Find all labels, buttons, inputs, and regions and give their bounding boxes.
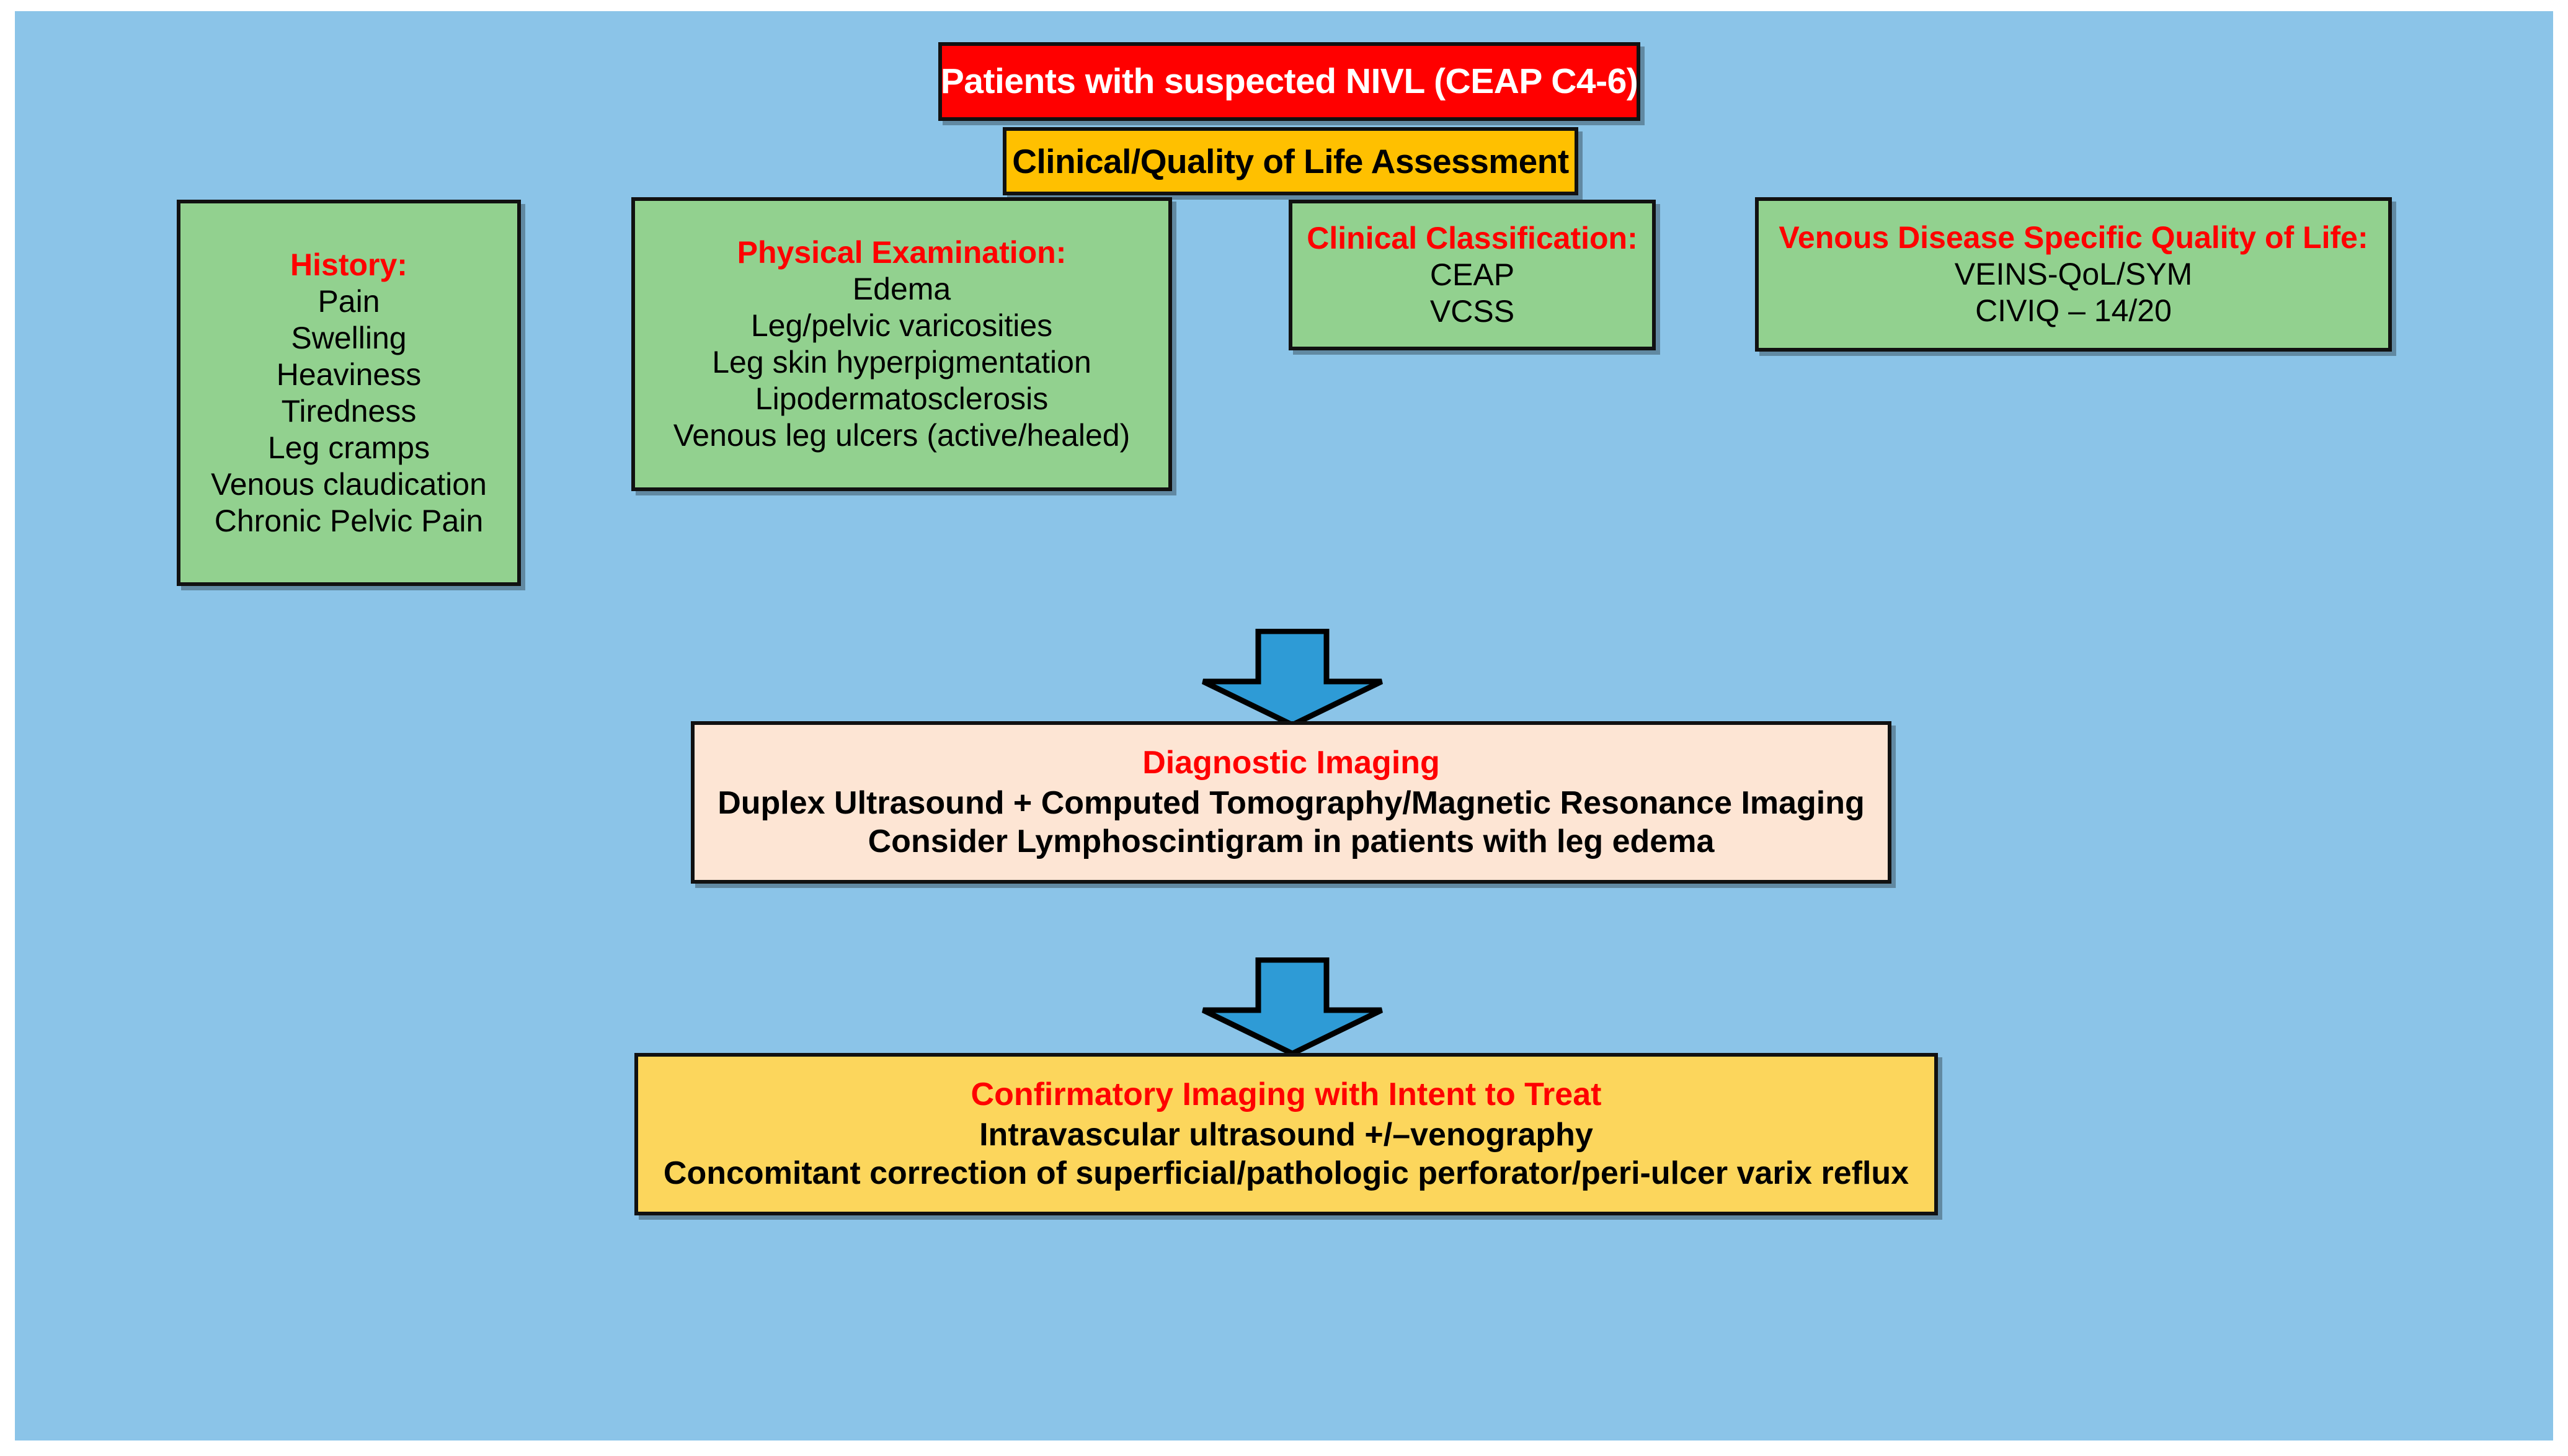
node-clinical-quality-of-life-assessment: Clinical/Quality of Life Assessment	[1003, 127, 1578, 195]
node-diagnostic-imaging-item: Duplex Ultrasound + Computed Tomography/…	[718, 785, 1865, 822]
down-arrow-icon	[1199, 957, 1385, 1057]
node-confirmatory-imaging-item: Concomitant correction of superficial/pa…	[663, 1155, 1909, 1191]
node-confirmatory-imaging-item: Intravascular ultrasound +/–venography	[979, 1117, 1593, 1153]
node-diagnostic-imaging-title: Diagnostic Imaging	[1142, 744, 1440, 781]
node-history-item: Chronic Pelvic Pain	[214, 503, 484, 538]
node-history-item: Leg cramps	[267, 430, 430, 465]
node-confirmatory-imaging: Confirmatory Imaging with Intent to Trea…	[634, 1053, 1938, 1215]
node-quality-of-life-title: Venous Disease Specific Quality of Life:	[1779, 220, 2368, 255]
node-history-item: Pain	[318, 283, 380, 319]
node-patients-label: Patients with suspected NIVL (CEAP C4-6)	[940, 61, 1638, 101]
node-physical-examination-item: Leg/pelvic varicosities	[750, 308, 1053, 343]
node-history-item: Venous claudication	[211, 466, 487, 502]
node-physical-examination: Physical Examination: Edema Leg/pelvic v…	[631, 197, 1172, 491]
node-physical-examination-item: Leg skin hyperpigmentation	[712, 345, 1091, 380]
node-clinical-classification: Clinical Classification: CEAP VCSS	[1289, 200, 1656, 350]
node-history-item: Heaviness	[276, 357, 422, 392]
node-physical-examination-title: Physical Examination:	[737, 235, 1067, 270]
node-physical-examination-item: Lipodermatosclerosis	[755, 381, 1049, 416]
node-physical-examination-item: Edema	[852, 272, 951, 306]
flowchart-canvas: Patients with suspected NIVL (CEAP C4-6)…	[15, 11, 2553, 1440]
node-clinical-classification-item: CEAP	[1429, 257, 1515, 292]
node-history-item: Swelling	[291, 320, 407, 355]
node-quality-of-life-item: VEINS-QoL/SYM	[1954, 257, 2193, 291]
node-history: History: Pain Swelling Heaviness Tiredne…	[177, 200, 521, 586]
node-clinical-classification-item: VCSS	[1429, 294, 1515, 329]
node-history-item: Tiredness	[281, 393, 417, 428]
node-diagnostic-imaging: Diagnostic Imaging Duplex Ultrasound + C…	[691, 721, 1891, 884]
node-diagnostic-imaging-item: Consider Lymphoscintigram in patients wi…	[868, 823, 1715, 859]
node-confirmatory-imaging-title: Confirmatory Imaging with Intent to Trea…	[971, 1076, 1602, 1112]
node-venous-disease-quality-of-life: Venous Disease Specific Quality of Life:…	[1755, 197, 2392, 352]
node-clinical-classification-title: Clinical Classification:	[1307, 221, 1638, 255]
node-assessment-label: Clinical/Quality of Life Assessment	[1012, 141, 1569, 180]
node-history-title: History:	[290, 247, 407, 282]
node-physical-examination-item: Venous leg ulcers (active/healed)	[673, 418, 1131, 453]
down-arrow-icon	[1199, 628, 1385, 729]
node-patients-suspected-nivl: Patients with suspected NIVL (CEAP C4-6)	[938, 42, 1640, 121]
node-quality-of-life-item: CIVIQ – 14/20	[1975, 293, 2172, 328]
